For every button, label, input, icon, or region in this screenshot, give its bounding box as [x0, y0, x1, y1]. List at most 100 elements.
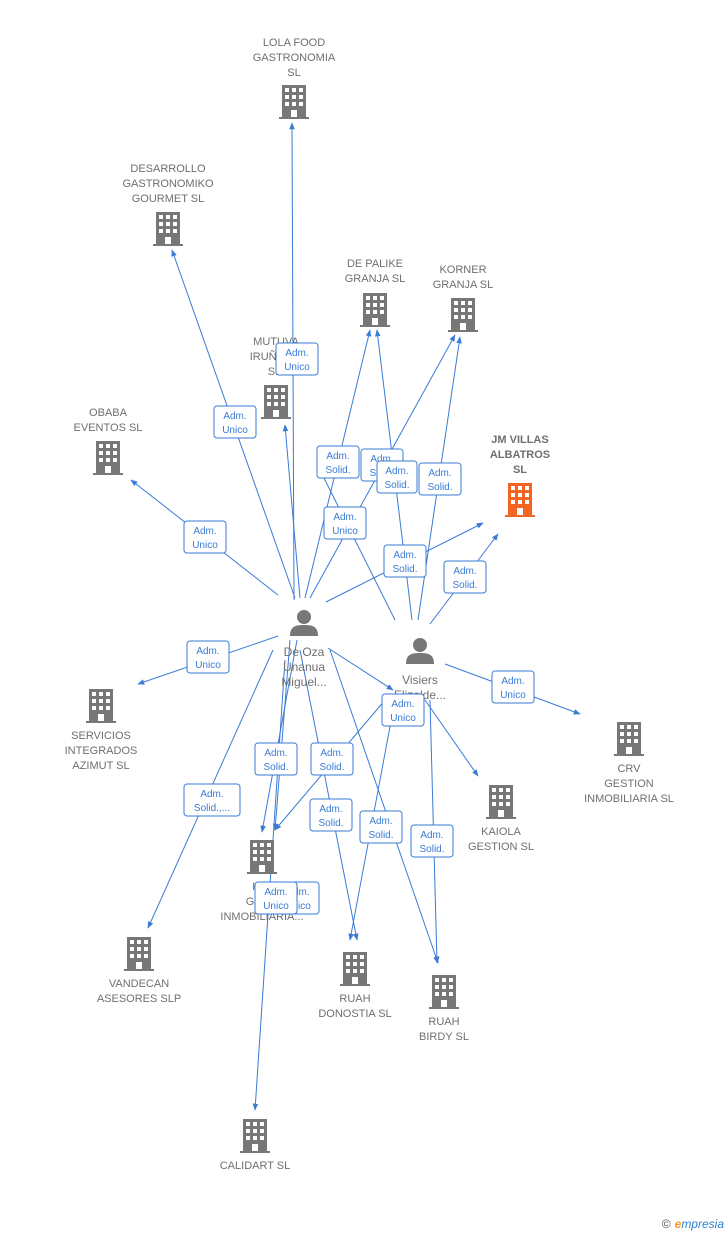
badge-text: Adm. — [428, 468, 451, 479]
badge-text: Solid.,... — [194, 803, 230, 814]
company-label-line: ASESORES SLP — [97, 993, 181, 1005]
person-icon — [290, 610, 318, 636]
role-badge[interactable]: Adm.Solid. — [310, 742, 354, 776]
badge-text: Adm. — [501, 676, 524, 687]
badge-text: Unico — [284, 362, 310, 373]
badge-text: Unico — [500, 690, 526, 701]
company-label-line: JM VILLAS — [491, 434, 548, 446]
company-label-line: KORNER — [439, 264, 486, 276]
badge-box — [183, 783, 241, 817]
company-node-calidart[interactable]: CALIDART SL — [220, 1119, 291, 1172]
building-icon — [340, 952, 370, 986]
badge-box — [310, 742, 354, 776]
company-label-line: GOURMET SL — [132, 193, 205, 205]
badge-layer: Adm.UnicoAdm.UnicoAdm.UnicoAdm.Solid.Adm… — [183, 342, 535, 915]
person-label-line: Miguel... — [281, 675, 326, 689]
badge-box — [418, 462, 462, 496]
role-badge[interactable]: Adm.Unico — [183, 520, 227, 554]
role-badge[interactable]: Adm.Unico — [323, 506, 367, 540]
role-badge[interactable]: Adm.Unico — [275, 342, 319, 376]
company-label-line: GESTION SL — [468, 841, 534, 853]
company-label-line: INTEGRADOS — [65, 745, 138, 757]
role-badge[interactable]: Adm.Unico — [381, 693, 425, 727]
badge-text: Adm. — [369, 816, 392, 827]
company-label-line: RUAH — [428, 1016, 459, 1028]
badge-text: Solid. — [368, 830, 393, 841]
badge-text: Adm. — [453, 566, 476, 577]
relation-edge — [272, 639, 291, 831]
company-label-line: LOLA FOOD — [263, 37, 325, 49]
empresia-footer[interactable]: ©empresia — [662, 1217, 724, 1231]
person-label-line: Visiers — [402, 673, 438, 687]
badge-text: Adm. — [264, 887, 287, 898]
badge-box — [254, 742, 298, 776]
badge-text: Solid. — [427, 482, 452, 493]
brand-initial: e — [674, 1217, 682, 1231]
badge-text: Solid. — [325, 465, 350, 476]
role-badge[interactable]: Adm.Solid. — [443, 560, 487, 594]
relation-edge — [329, 649, 439, 964]
badge-box — [359, 810, 403, 844]
relation-edge — [319, 469, 396, 621]
building-icon — [279, 85, 309, 119]
company-node-korner[interactable]: KORNER GRANJA SL — [433, 264, 494, 332]
company-label-line: BIRDY SL — [419, 1031, 469, 1043]
node-layer: LOLA FOODGASTRONOMIASLDESARROLLOGASTRONO… — [65, 37, 674, 1172]
person-node-visiers[interactable]: VisiersElizalde... — [394, 638, 446, 702]
badge-text: Unico — [222, 425, 248, 436]
person-node-deoza[interactable]: De OzaUnanuaMiguel... — [281, 610, 327, 689]
building-icon — [240, 1119, 270, 1153]
company-node-ruahbirdy[interactable]: RUAH BIRDY SL — [419, 975, 469, 1043]
role-badge[interactable]: Adm.Solid. — [383, 544, 427, 578]
brand-name: mpresia — [681, 1217, 724, 1231]
badge-box — [376, 460, 418, 494]
role-badge[interactable]: Adm. Unico — [491, 670, 535, 704]
badge-box — [213, 405, 257, 439]
building-icon — [86, 689, 116, 723]
building-icon — [505, 483, 535, 517]
badge-text: Adm. — [264, 748, 287, 759]
building-icon — [360, 293, 390, 327]
badge-box — [410, 824, 454, 858]
badge-text: Adm. — [319, 804, 342, 815]
role-badge[interactable]: Adm.Solid. — [309, 798, 353, 832]
company-label-line: GRANJA SL — [433, 279, 494, 291]
relation-edge — [424, 699, 479, 777]
badge-box — [323, 506, 367, 540]
person-icon — [406, 638, 434, 664]
role-badge[interactable]: Adm. Solid. — [418, 462, 462, 496]
badge-box — [183, 520, 227, 554]
role-badge[interactable]: Adm.Solid. — [410, 824, 454, 858]
role-badge[interactable]: Adm.Solid.,... — [183, 783, 241, 817]
company-label-line: GASTRONOMIA — [253, 52, 336, 64]
role-badge[interactable]: Adm.Solid. — [254, 742, 298, 776]
badge-text: Adm. — [370, 454, 393, 465]
badge-box — [254, 881, 298, 915]
role-badge[interactable]: Adm. Solid. — [359, 810, 403, 844]
badge-text: Adm. — [286, 887, 309, 898]
building-icon — [614, 722, 644, 756]
role-badge[interactable]: Adm.Solid. — [376, 460, 418, 494]
role-badge[interactable]: Adm.Unico — [186, 640, 230, 674]
role-badge[interactable]: Adm.Unico — [254, 881, 298, 915]
company-label-line: GESTION — [604, 778, 654, 790]
badge-text: Unico — [332, 526, 358, 537]
role-badge[interactable]: Adm.Unico — [213, 405, 257, 439]
company-label-line: DONOSTIA SL — [318, 1008, 391, 1020]
person-label-line: Unanua — [283, 660, 325, 674]
badge-text: Adm. — [420, 830, 443, 841]
badge-box — [275, 342, 319, 376]
role-badge[interactable]: Adm.Solid. — [316, 445, 360, 479]
building-icon — [486, 785, 516, 819]
building-icon — [448, 298, 478, 332]
